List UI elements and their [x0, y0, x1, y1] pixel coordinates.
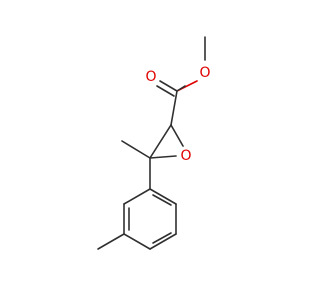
ring-inner-bond-b [152, 232, 172, 244]
bond-carbonyl-double-b [156, 85, 175, 97]
ester-ether-oxygen-label: O [199, 65, 210, 81]
epoxide-oxygen-label: O [180, 148, 191, 164]
bond-c3-methyl [121, 140, 151, 159]
bond-epoxide-c3-o [149, 155, 177, 159]
molecule-diagram: O O O [97, 36, 211, 250]
ring-bond-6 [149, 188, 177, 205]
bond-carbonyl-epoxide-c2 [170, 90, 178, 126]
bond-carbonyl-double-a [159, 80, 178, 92]
bond-epoxide-c2-c3 [149, 124, 172, 159]
ring-bond-3 [123, 233, 151, 250]
ring-bond-4 [149, 233, 177, 250]
ring-bond-1 [123, 188, 151, 205]
bond-epoxide-c2-o [170, 124, 184, 147]
structure-canvas: O O O [97, 36, 211, 250]
ester-carbonyl-oxygen-label: O [145, 69, 156, 85]
bond-ether-o-carbonyl-c [176, 85, 186, 92]
ring-inner-bond-c [152, 194, 172, 206]
bond-aryl-methyl [97, 233, 125, 250]
